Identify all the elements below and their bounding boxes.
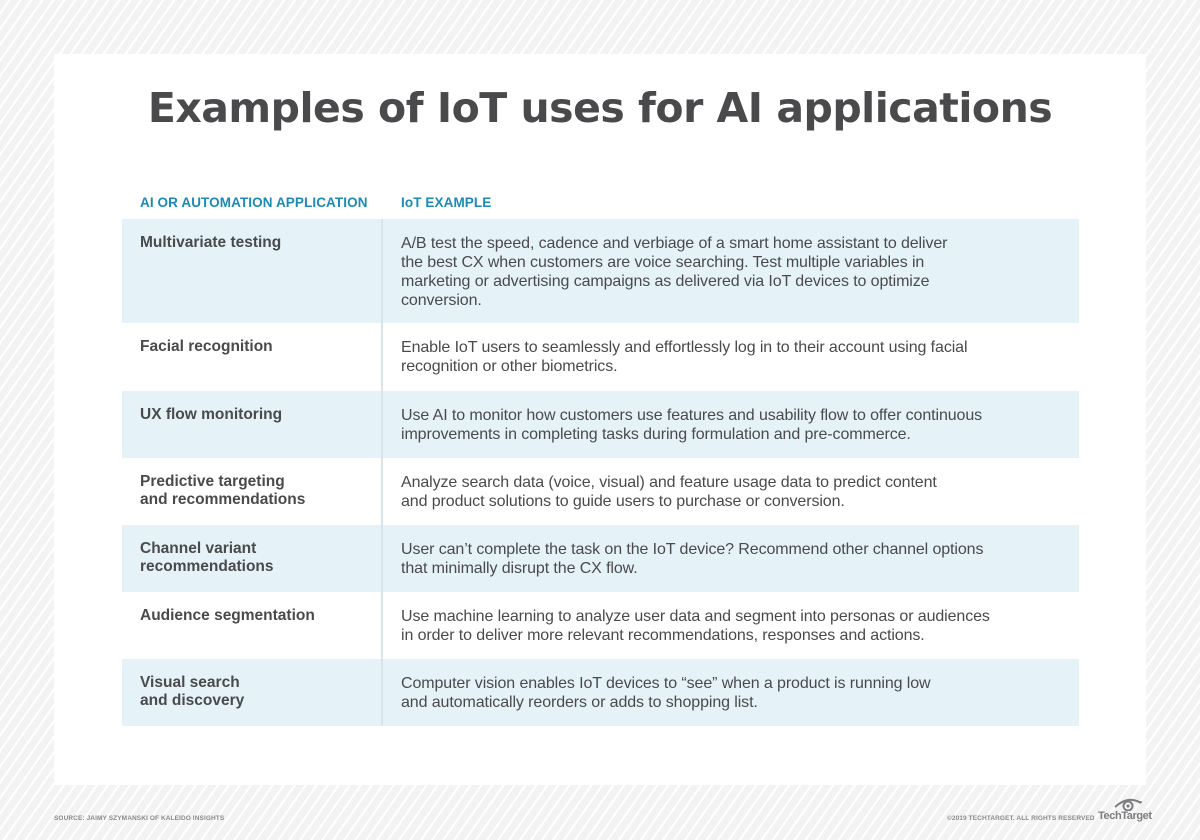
- application-text: Multivariate testing: [140, 234, 282, 251]
- example-cell: A/B test the speed, cadence and verbiage…: [383, 219, 1079, 323]
- example-text: Enable IoT users to seamlessly and effor…: [401, 339, 968, 356]
- application-text: UX flow monitoring: [140, 406, 283, 423]
- brand-name: TechTarget: [1098, 810, 1152, 822]
- iot-ai-table: AI OR AUTOMATION APPLICATION IoT EXAMPLE…: [122, 186, 1079, 726]
- application-cell: Facial recognition: [122, 323, 383, 391]
- techtarget-logo: TechTarget: [1098, 797, 1152, 827]
- example-text: and product solutions to guide users to …: [401, 493, 845, 510]
- example-text: that minimally disrupt the CX flow.: [401, 560, 638, 577]
- table-row: Visual search and discovery Computer vis…: [122, 659, 1079, 726]
- example-cell: Use machine learning to analyze user dat…: [383, 592, 1079, 659]
- example-text: Use machine learning to analyze user dat…: [401, 608, 990, 625]
- application-cell: Channel variant recommendations: [122, 525, 383, 592]
- example-text: and automatically reorders or adds to sh…: [401, 694, 758, 711]
- table-header: AI OR AUTOMATION APPLICATION IoT EXAMPLE: [122, 186, 1079, 219]
- application-cell: Audience segmentation: [122, 592, 383, 659]
- example-text: conversion.: [401, 292, 482, 309]
- example-text: improvements in completing tasks during …: [401, 426, 911, 443]
- table-row: Audience segmentation Use machine learni…: [122, 592, 1079, 659]
- application-cell: Predictive targeting and recommendations: [122, 458, 383, 525]
- example-text: User can’t complete the task on the IoT …: [401, 541, 984, 558]
- example-cell: User can’t complete the task on the IoT …: [383, 525, 1079, 592]
- example-text: in order to deliver more relevant recomm…: [401, 627, 925, 644]
- table-row: UX flow monitoring Use AI to monitor how…: [122, 391, 1079, 458]
- example-cell: Enable IoT users to seamlessly and effor…: [383, 323, 1079, 391]
- example-text: marketing or advertising campaigns as de…: [401, 273, 930, 290]
- application-cell: UX flow monitoring: [122, 391, 383, 458]
- example-cell: Use AI to monitor how customers use feat…: [383, 391, 1079, 458]
- copyright-notice: ©2019 TECHTARGET. ALL RIGHTS RESERVED: [947, 815, 1095, 822]
- application-text: Channel variant: [140, 540, 257, 557]
- page-title: Examples of IoT uses for AI applications: [147, 84, 1053, 132]
- table-row: Facial recognition Enable IoT users to s…: [122, 323, 1079, 391]
- example-text: the best CX when customers are voice sea…: [401, 254, 925, 271]
- example-text: Analyze search data (voice, visual) and …: [401, 474, 937, 491]
- eye-icon: [1114, 798, 1142, 811]
- application-cell: Multivariate testing: [122, 219, 383, 323]
- example-text: A/B test the speed, cadence and verbiage…: [401, 235, 948, 252]
- application-text: and recommendations: [140, 491, 306, 508]
- source-credit: SOURCE: JAIMY SZYMANSKI OF KALEIDO INSIG…: [54, 815, 225, 822]
- column-header-iot-example: IoT EXAMPLE: [401, 195, 492, 210]
- application-text: Visual search: [140, 674, 240, 691]
- table-row: Predictive targeting and recommendations…: [122, 458, 1079, 525]
- application-text: Audience segmentation: [140, 607, 315, 624]
- application-text: recommendations: [140, 558, 274, 575]
- application-text: and discovery: [140, 692, 245, 709]
- application-text: Predictive targeting: [140, 473, 285, 490]
- application-text: Facial recognition: [140, 338, 273, 355]
- example-text: recognition or other biometrics.: [401, 358, 618, 375]
- column-header-application: AI OR AUTOMATION APPLICATION: [140, 195, 368, 210]
- example-text: Use AI to monitor how customers use feat…: [401, 407, 983, 424]
- example-text: Computer vision enables IoT devices to “…: [401, 675, 931, 692]
- application-cell: Visual search and discovery: [122, 659, 383, 726]
- example-cell: Computer vision enables IoT devices to “…: [383, 659, 1079, 726]
- example-cell: Analyze search data (voice, visual) and …: [383, 458, 1079, 525]
- table-row: Channel variant recommendations User can…: [122, 525, 1079, 592]
- table-row: Multivariate testing A/B test the speed,…: [122, 219, 1079, 323]
